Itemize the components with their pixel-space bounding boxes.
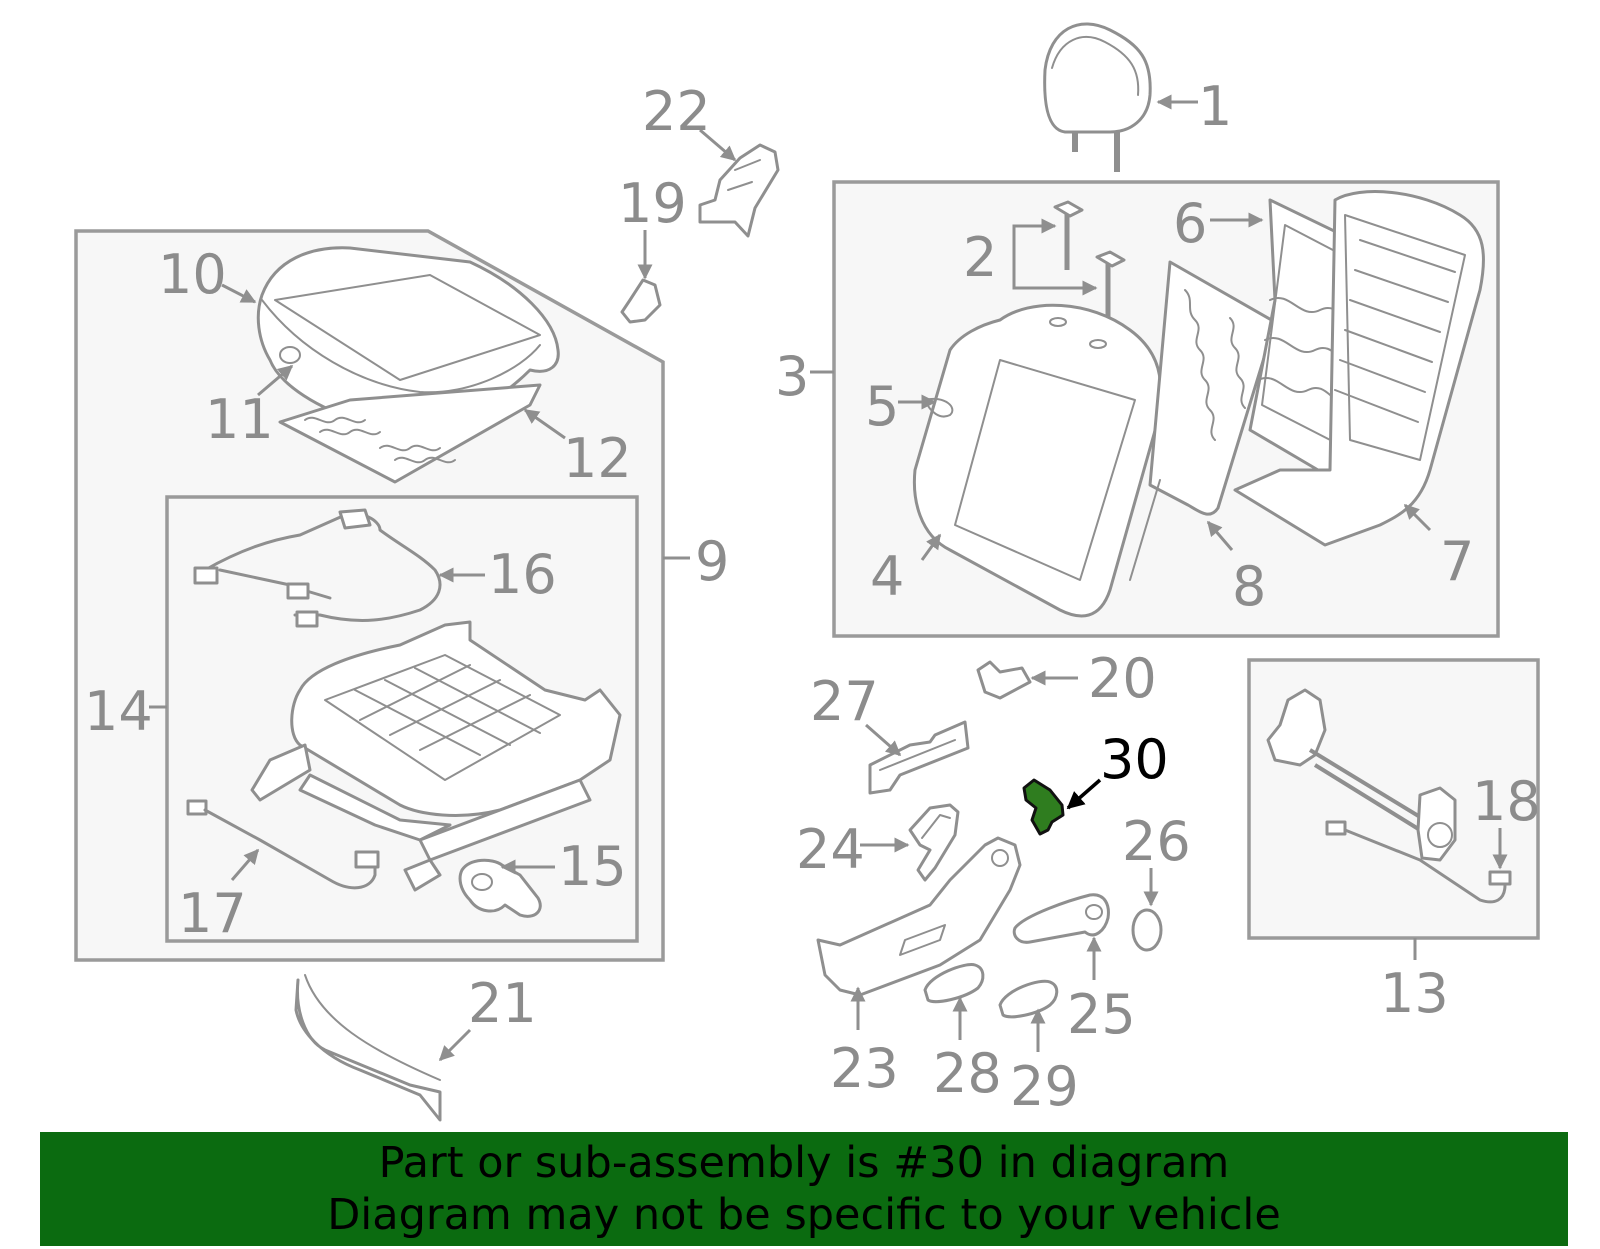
- seat-frame-part: [250, 620, 622, 892]
- label-2: 2: [963, 226, 997, 289]
- banner-line-1: Part or sub-assembly is #30 in diagram: [378, 1138, 1230, 1188]
- cap-part: [620, 278, 662, 324]
- lever-part: [1012, 893, 1110, 944]
- label-9: 9: [695, 530, 729, 593]
- headrest-guide-part: [1053, 200, 1126, 318]
- recliner-part: [1266, 688, 1512, 904]
- seat-cushion-part: [256, 246, 560, 427]
- bracket-part: [868, 720, 970, 795]
- label-28: 28: [933, 1042, 1002, 1105]
- headrest-part: [1043, 22, 1152, 172]
- o-ring-part: [1131, 908, 1163, 952]
- trim-part: [698, 143, 780, 238]
- label-16: 16: [488, 543, 557, 606]
- label-14: 14: [84, 680, 153, 743]
- knob-29-part: [998, 979, 1059, 1019]
- label-24: 24: [796, 818, 865, 881]
- side-shield-part: [294, 974, 442, 1122]
- label-7: 7: [1440, 530, 1474, 593]
- label-23: 23: [830, 1037, 899, 1100]
- info-banner: Part or sub-assembly is #30 in diagram D…: [40, 1132, 1568, 1246]
- escutcheon-part: [908, 803, 960, 882]
- seatback-board-part: [1233, 190, 1485, 547]
- label-12: 12: [563, 427, 632, 490]
- knob-28-part: [923, 963, 985, 1004]
- label-1: 1: [1198, 75, 1232, 138]
- seatback-pad-part: [1129, 260, 1277, 581]
- label-29: 29: [1010, 1055, 1079, 1118]
- label-17: 17: [178, 882, 247, 945]
- label-6: 6: [1173, 192, 1207, 255]
- label-22: 22: [642, 80, 711, 143]
- seat-wiring-part: [193, 508, 442, 628]
- label-26: 26: [1122, 810, 1191, 873]
- side-cover-part: [816, 836, 1022, 997]
- label-11: 11: [205, 388, 274, 451]
- label-13: 13: [1380, 962, 1449, 1025]
- banner-line-2: Diagram may not be specific to your vehi…: [327, 1190, 1281, 1240]
- leader-lines: [149, 94, 1508, 1062]
- motor-part: [458, 858, 542, 918]
- label-20: 20: [1088, 647, 1157, 710]
- label-4: 4: [870, 545, 904, 608]
- label-15: 15: [558, 835, 627, 898]
- harness-part: [186, 799, 380, 890]
- callout-labels: 1 2 3 4 5 6 7 8 9 10 11 12 13 14 15 16 1…: [84, 75, 1541, 1118]
- seat-heater-part: [278, 383, 542, 484]
- label-18: 18: [1472, 770, 1541, 833]
- label-5: 5: [865, 375, 899, 438]
- label-8: 8: [1232, 555, 1266, 618]
- label-19: 19: [618, 172, 687, 235]
- label-21: 21: [468, 972, 537, 1035]
- seatback-cover-part: [912, 303, 1163, 618]
- label-3: 3: [775, 345, 809, 408]
- label-30: 30: [1100, 728, 1169, 791]
- label-27: 27: [810, 670, 879, 733]
- label-10: 10: [158, 243, 227, 306]
- clip-part: [976, 660, 1032, 700]
- label-25: 25: [1067, 983, 1136, 1046]
- highlighted-part-30[interactable]: [1022, 778, 1065, 836]
